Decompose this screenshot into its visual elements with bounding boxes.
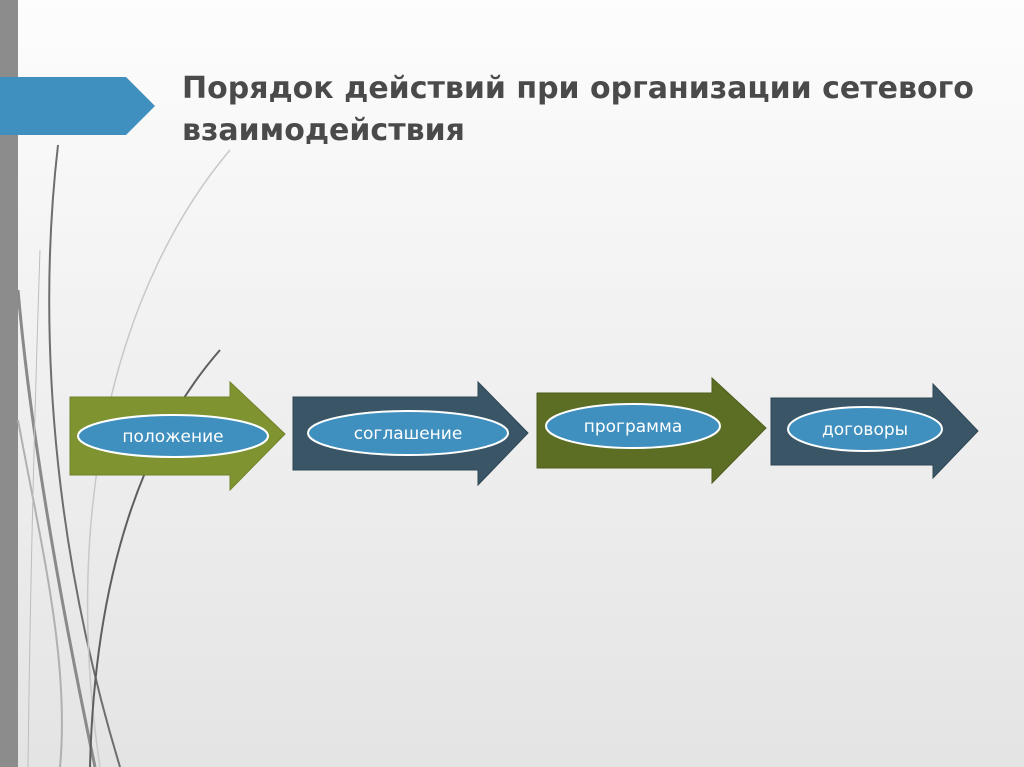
step-1-ellipse (77, 414, 269, 458)
step-3-label: программа (584, 417, 683, 437)
step-2-label: соглашение (354, 424, 463, 444)
slide-title: Порядок действий при организации сетевог… (182, 71, 974, 148)
step-3-ellipse (545, 403, 721, 449)
step-4-label: договоры (822, 420, 908, 440)
step-4-arrow: договоры (770, 382, 979, 480)
step-2-arrow: соглашение (292, 380, 529, 487)
step-2-ellipse (307, 410, 509, 456)
step-1-label: положение (122, 427, 223, 447)
title-tab-arrow (0, 77, 155, 135)
left-accent-bar (0, 0, 18, 767)
step-4-ellipse (787, 406, 943, 452)
step-1-arrow: положение (69, 380, 286, 492)
step-3-arrow: программа (536, 376, 767, 485)
